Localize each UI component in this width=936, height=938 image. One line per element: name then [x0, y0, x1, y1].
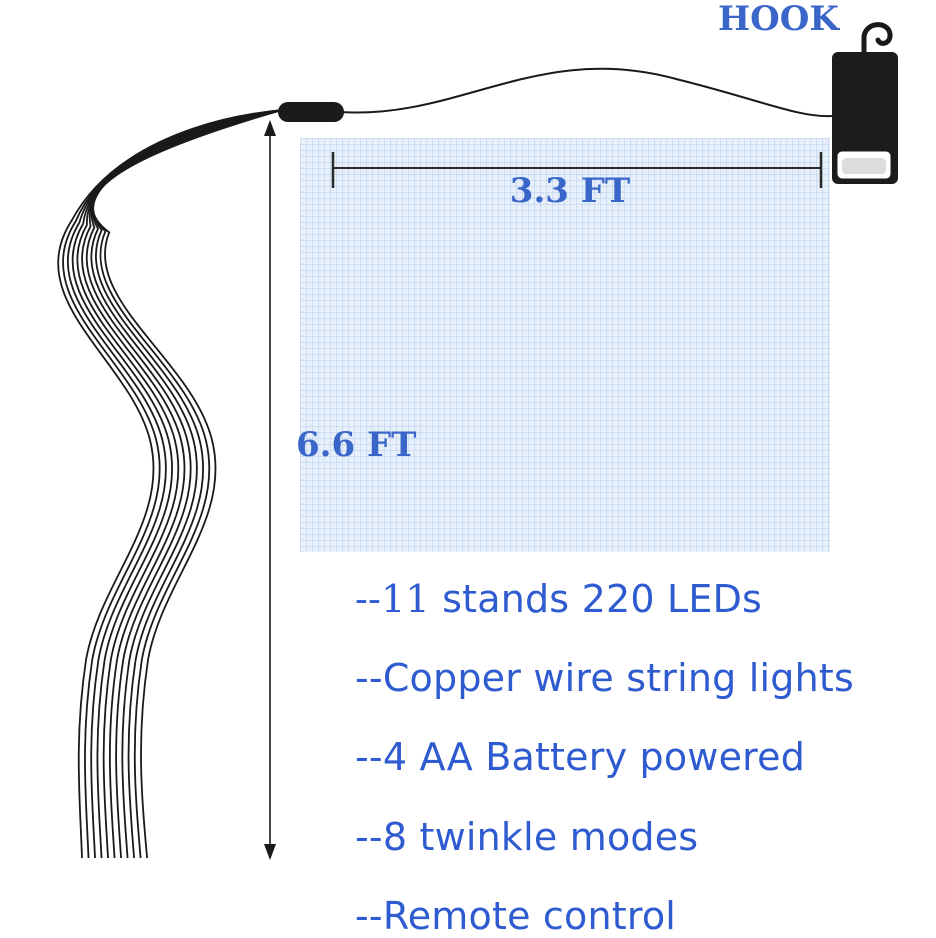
- wire-strand: [81, 109, 283, 859]
- feature-copper-wire: --Copper wire string lights: [355, 656, 854, 700]
- feature-battery: --4 AA Battery powered: [355, 735, 806, 779]
- feature-leds-count: --11: [355, 577, 430, 621]
- wire-strand: [66, 109, 283, 859]
- light-curtain-grid: [300, 138, 830, 552]
- height-dimension-arrow: [264, 120, 276, 860]
- wire-connector: [278, 102, 344, 122]
- wire-strand: [92, 109, 283, 859]
- width-dimension-line: [331, 152, 823, 188]
- copper-wire-strands: [57, 109, 283, 859]
- wire-strand: [92, 109, 283, 859]
- wire-strand: [90, 109, 283, 859]
- width-label: 3.3 FT: [510, 171, 630, 211]
- wire-strand: [76, 109, 283, 859]
- main-cable: [339, 67, 833, 118]
- hook-icon: [861, 22, 893, 57]
- feature-leds-text: stands 220 LEDs: [429, 577, 763, 621]
- feature-leds: --11 stands 220 LEDs: [355, 577, 762, 621]
- height-label: 6.6 FT: [296, 425, 416, 465]
- wire-strand: [92, 109, 283, 859]
- battery-box: [832, 22, 898, 184]
- feature-twinkle-modes: --8 twinkle modes: [355, 815, 699, 859]
- hook-label: HOOK: [718, 0, 840, 39]
- feature-remote-control: --Remote control: [355, 894, 677, 938]
